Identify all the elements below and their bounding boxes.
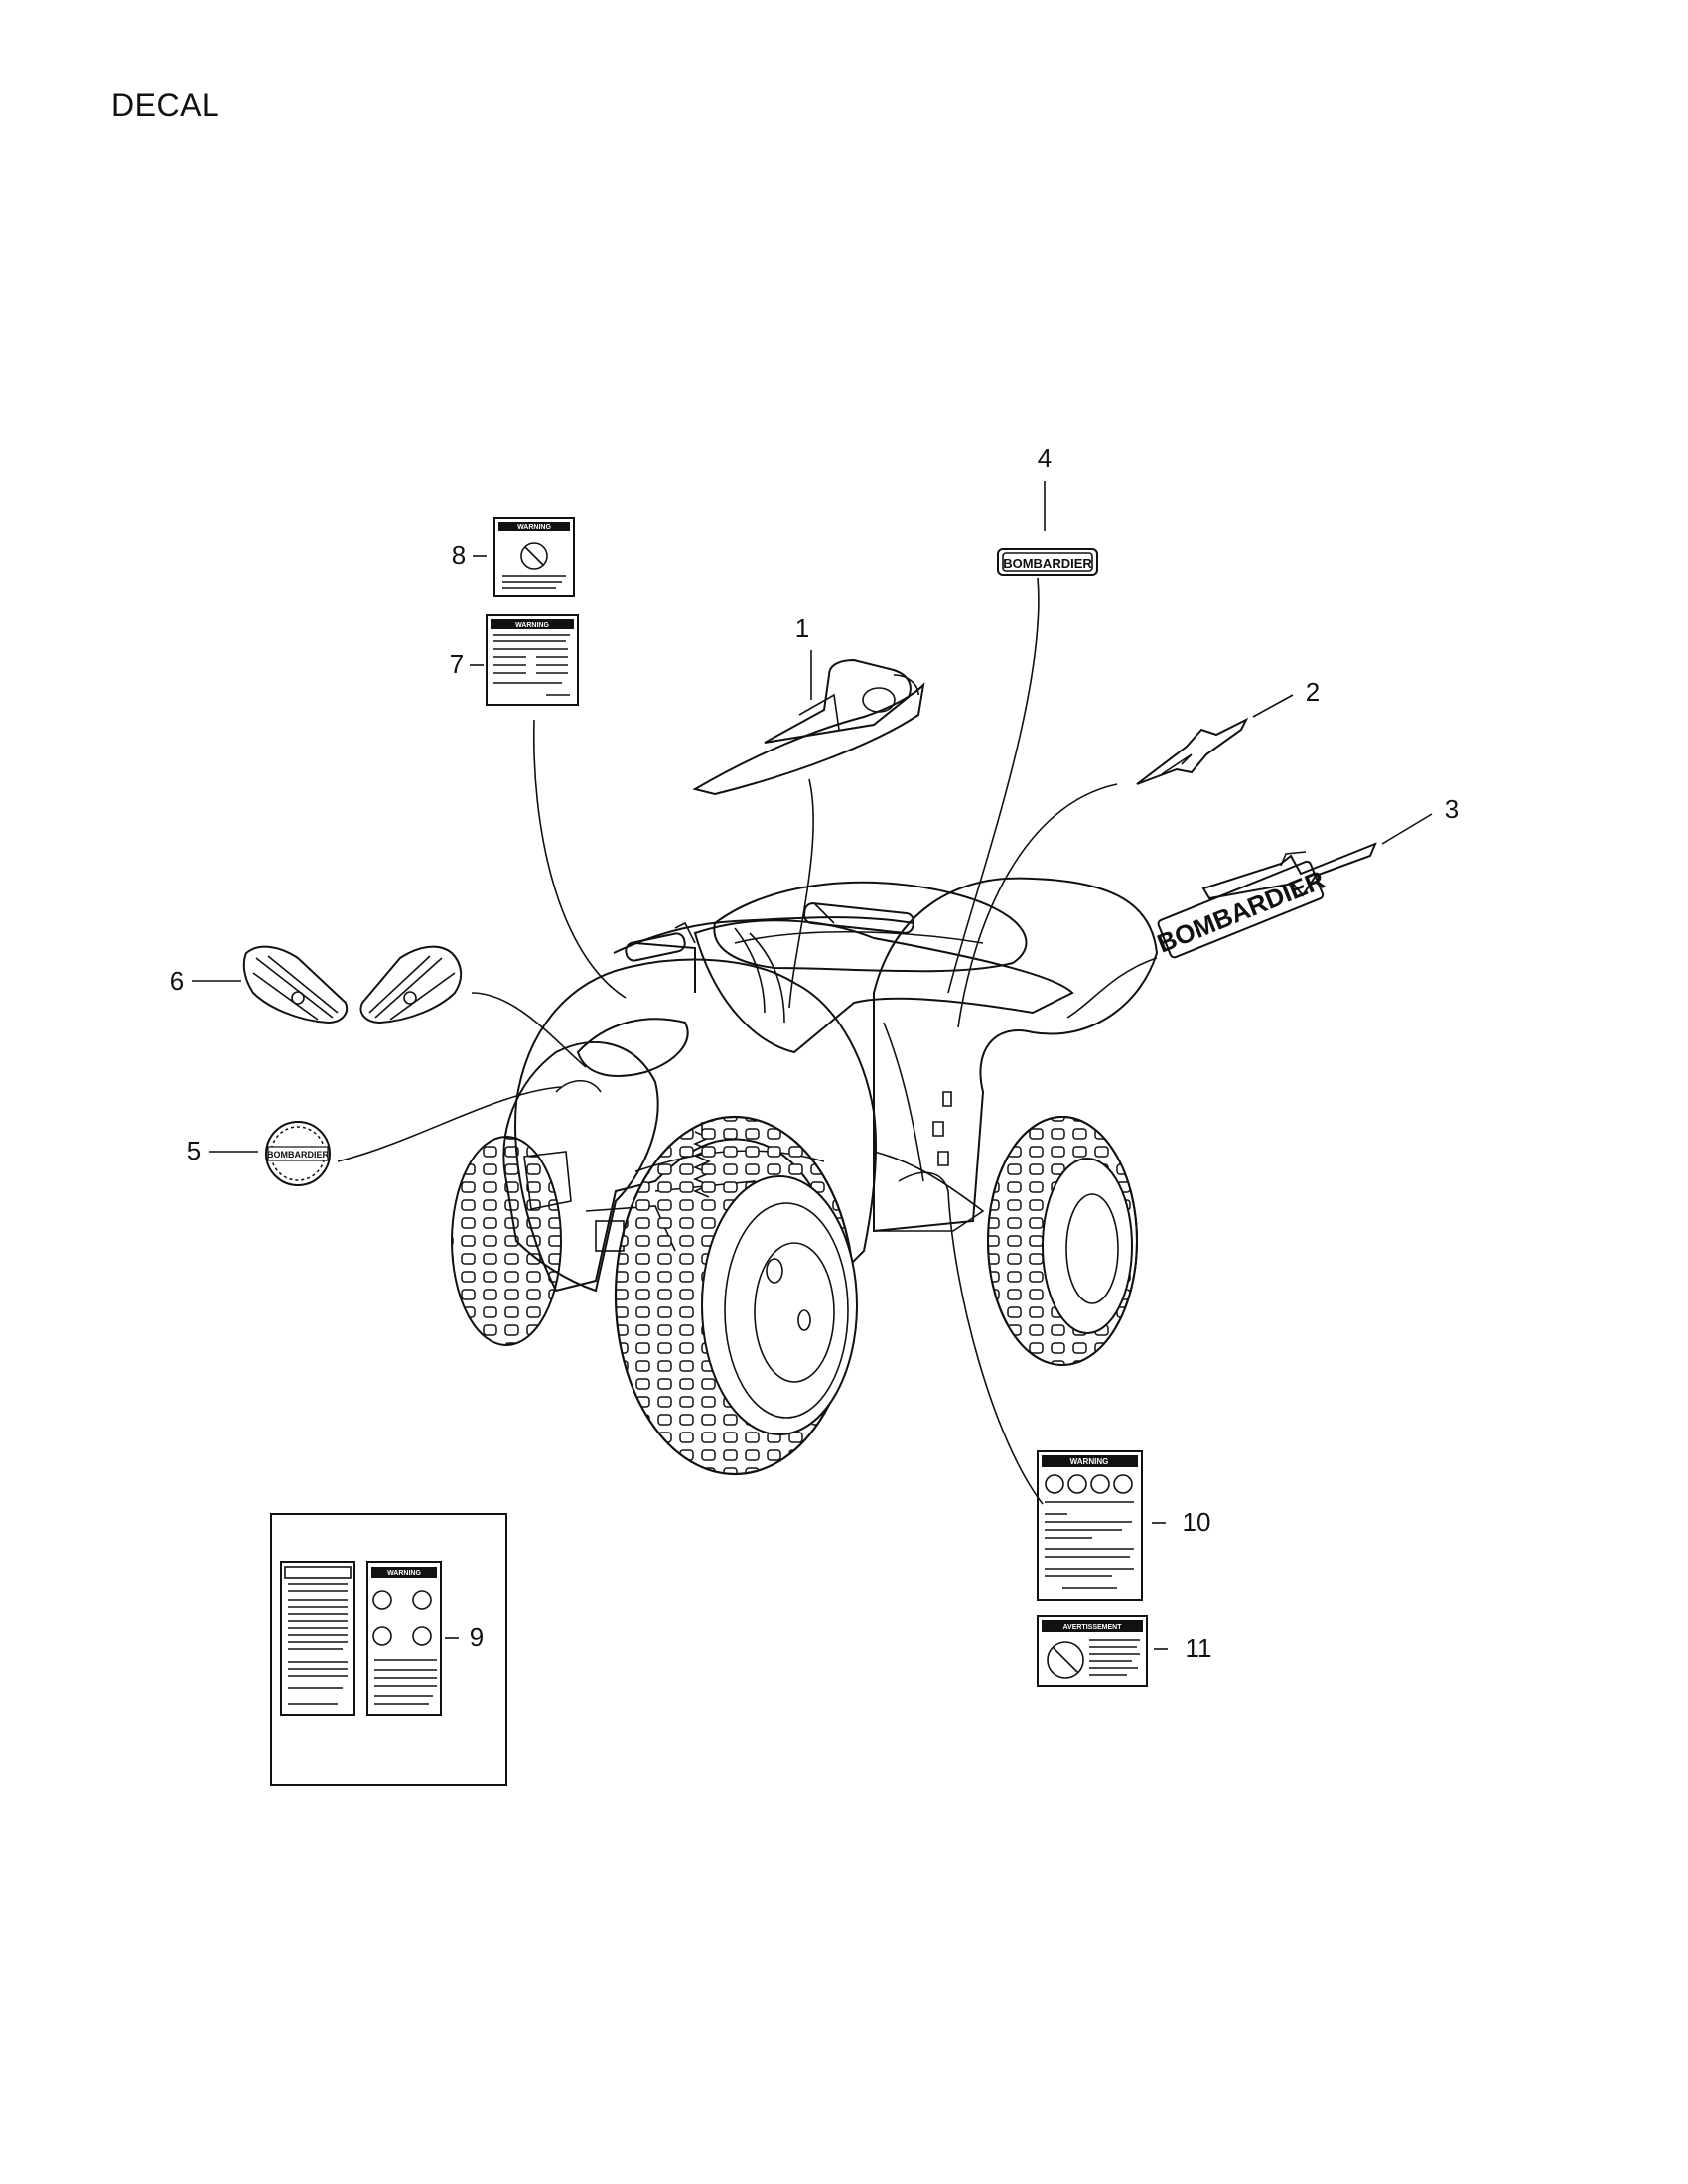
decal-8-warning-label: WARNING bbox=[493, 517, 575, 597]
decal-4-text: BOMBARDIER bbox=[1003, 556, 1092, 571]
decal-9-label-set: WARNING bbox=[270, 1513, 507, 1786]
decal-10-warning-label: WARNING bbox=[1037, 1450, 1143, 1601]
callout-2: 2 bbox=[1306, 677, 1320, 707]
decal-10-heading: WARNING bbox=[1070, 1457, 1109, 1466]
front-left-tire bbox=[451, 1136, 562, 1346]
decal-8-heading: WARNING bbox=[517, 524, 551, 531]
callout-5: 5 bbox=[187, 1136, 201, 1165]
leader-5 bbox=[337, 1086, 562, 1162]
callout-numbers: 1 2 3 4 5 6 7 8 9 10 11 bbox=[170, 443, 1459, 1663]
leader-10 bbox=[898, 1171, 1044, 1505]
decal-6-headlight-pair bbox=[242, 945, 463, 1024]
callout-8: 8 bbox=[452, 540, 466, 570]
callout-4: 4 bbox=[1038, 443, 1052, 473]
front-right-tire bbox=[614, 1115, 858, 1476]
callout-7: 7 bbox=[450, 649, 464, 679]
decal-2-bolt bbox=[1136, 717, 1249, 785]
decal-11-heading: AVERTISSEMENT bbox=[1063, 1624, 1123, 1631]
decal-5-text: BOMBARDIER bbox=[267, 1150, 329, 1160]
leader-1 bbox=[788, 778, 814, 1009]
decal-7-heading: WARNING bbox=[515, 622, 549, 629]
decal-1-ds-logo bbox=[692, 658, 925, 796]
no-child-icon bbox=[1047, 1641, 1084, 1679]
leader-7 bbox=[532, 719, 627, 999]
decal-3-text: BOMBARDIER bbox=[1153, 865, 1330, 959]
callout-10: 10 bbox=[1183, 1507, 1211, 1537]
decal-7-warning-label: WARNING bbox=[486, 614, 579, 706]
callout-11: 11 bbox=[1186, 1633, 1212, 1663]
callout-3: 3 bbox=[1445, 794, 1459, 824]
page-title: DECAL bbox=[111, 87, 220, 123]
leader-3 bbox=[1066, 957, 1158, 1019]
decal-3-bombardier-bolt: BOMBARDIER bbox=[1153, 842, 1377, 959]
decal-11-avertissement-label: AVERTISSEMENT bbox=[1037, 1615, 1148, 1687]
no-passenger-icon bbox=[520, 542, 548, 570]
leader-6 bbox=[471, 992, 587, 1068]
callout-6: 6 bbox=[170, 966, 184, 996]
atv-drawing bbox=[451, 877, 1159, 1476]
handlebars bbox=[613, 902, 914, 1024]
leader-lines bbox=[337, 577, 1158, 1505]
callout-1: 1 bbox=[795, 614, 809, 643]
leader-4 bbox=[947, 577, 1040, 994]
decal-5-round-emblem: BOMBARDIER bbox=[265, 1121, 331, 1186]
rear-right-tire bbox=[987, 1116, 1138, 1366]
decal-4-bombardier-badge: BOMBARDIER bbox=[997, 548, 1098, 576]
callout-9: 9 bbox=[470, 1622, 484, 1652]
decal-9-heading: WARNING bbox=[387, 1570, 421, 1577]
leader-2 bbox=[957, 783, 1118, 1028]
